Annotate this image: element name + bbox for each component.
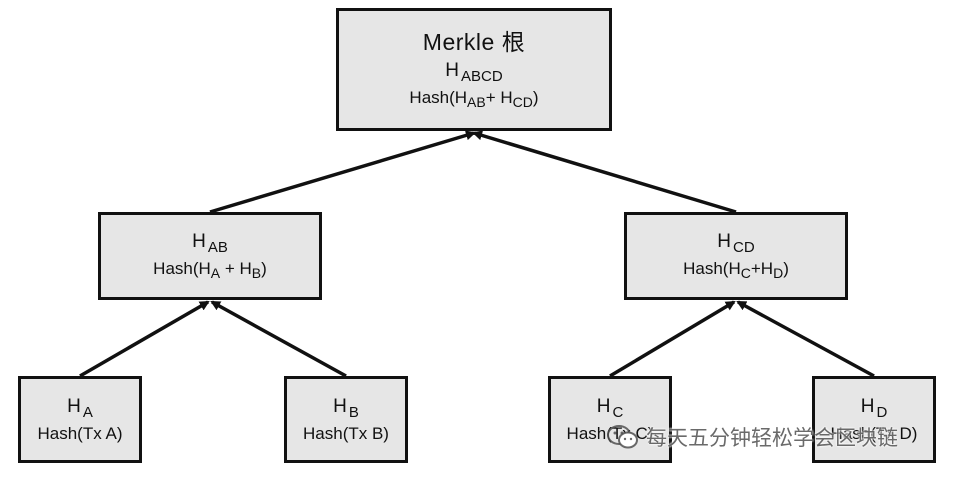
wechat-icon	[606, 424, 640, 450]
edge-hcd-to-root	[472, 130, 737, 214]
edge-hb-to-hab	[210, 300, 347, 378]
watermark-text: 每天五分钟轻松学会区块链	[646, 427, 898, 450]
hcd-formula: Hash(HC+HD)	[683, 258, 789, 281]
leaf-b-formula: Hash(Tx B)	[303, 423, 389, 443]
watermark: 每天五分钟轻松学会区块链	[606, 422, 898, 452]
edge-hab-to-root	[209, 130, 476, 214]
edge-hd-to-hcd	[736, 300, 875, 378]
root-title: Merkle 根	[422, 28, 526, 55]
leaf-d-formula: Hash(Tx D)	[830, 423, 918, 443]
root-formula: Hash(HAB+ HCD)	[409, 88, 539, 110]
hab-formula: Hash(HA + HB)	[153, 258, 267, 281]
edge-ha-to-hab	[79, 300, 210, 378]
leaf-a-formula: Hash(Tx A)	[37, 423, 123, 443]
edge-hc-to-hcd	[609, 300, 736, 378]
